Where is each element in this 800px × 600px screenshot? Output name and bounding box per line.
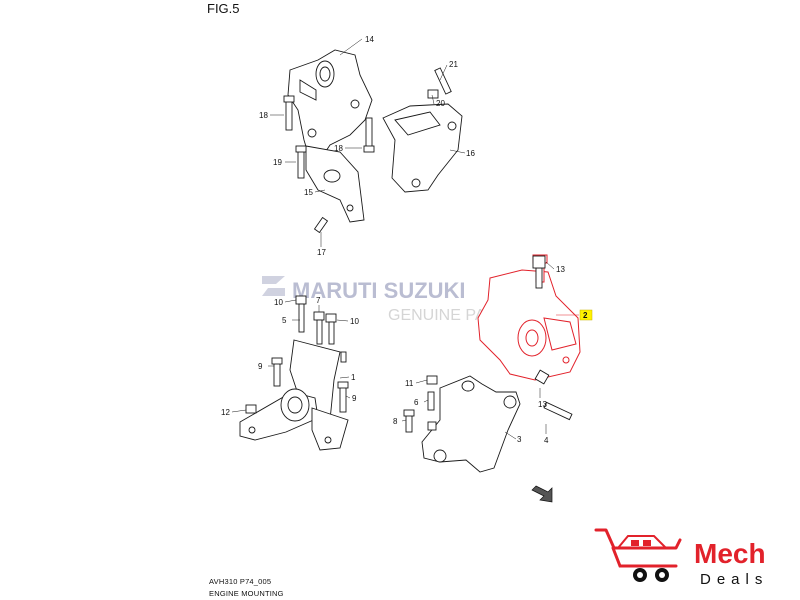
front-arrow-icon [531,485,553,503]
figure-title: FIG.5 [207,1,240,16]
callout-15: 15 [304,188,313,197]
callout-1: 1 [351,373,356,382]
leader-line-21 [504,431,517,440]
leader-line-13 [336,319,349,322]
leader-line-1 [439,64,448,81]
shopping-cart-icon [594,528,682,568]
callout-16: 16 [466,149,475,158]
part-1-bracket [239,339,349,451]
leader-line-0 [339,38,363,56]
watermark-brand: MARUTI SUZUKI [292,278,466,303]
gear-icon [633,568,669,582]
leader-line-4 [449,149,466,154]
leader-line-15 [231,409,247,413]
callout-9-left: 9 [258,362,263,371]
callout-10-left: 10 [274,298,283,307]
suzuki-s-logo-icon [262,276,285,296]
callout-17: 17 [317,248,326,257]
part-15-plate [305,145,365,223]
leader-line-16 [339,376,350,379]
figure-code: AVH310 P74_005 [209,577,272,586]
callout-11: 11 [405,379,414,388]
callout-19: 19 [273,158,282,167]
callout-leader-lines [231,38,579,440]
leader-line-7 [314,189,326,193]
bolts-top-group [283,67,452,234]
bolts-left-group [245,295,349,414]
callout-13-lower: 13 [538,400,547,409]
logo-word-top: Mech [694,538,766,569]
callout-3: 3 [517,435,522,444]
leader-line-9 [545,261,555,270]
callout-2-badge [579,309,593,321]
part-3-bracket [421,375,521,473]
leader-line-17 [345,395,351,399]
mech-deals-logo: Mech Deals [594,528,768,588]
callout-18-upper: 18 [259,111,268,120]
callout-20: 20 [436,99,445,108]
logo-word-bottom: Deals [700,571,768,588]
figure-caption: ENGINE MOUNTING [209,589,284,598]
bolts-right-group [403,255,573,433]
leader-line-18 [415,379,428,384]
part-14-mount-bracket [287,49,373,161]
callout-13-upper: 13 [556,265,565,274]
callout-21: 21 [449,60,458,69]
callout-labels: 14 21 20 18 16 18 19 15 17 13 10 7 5 10 … [221,35,565,445]
callout-14: 14 [365,35,374,44]
callout-12: 12 [221,408,230,417]
callout-8: 8 [393,417,398,426]
leader-line-10 [284,299,297,303]
callout-9-right: 9 [352,394,357,403]
leader-line-19 [423,399,429,403]
callout-7: 7 [316,296,321,305]
callout-10-right: 10 [350,317,359,326]
leader-line-20 [401,419,407,422]
callout-2-highlighted: 2 [579,309,593,321]
leader-line-2 [431,94,435,105]
callout-2: 2 [583,311,588,320]
callout-18-lower: 18 [334,144,343,153]
callout-6: 6 [414,398,419,407]
callout-4: 4 [544,436,549,445]
callout-5: 5 [282,316,287,325]
part-16-bracket [382,103,463,193]
